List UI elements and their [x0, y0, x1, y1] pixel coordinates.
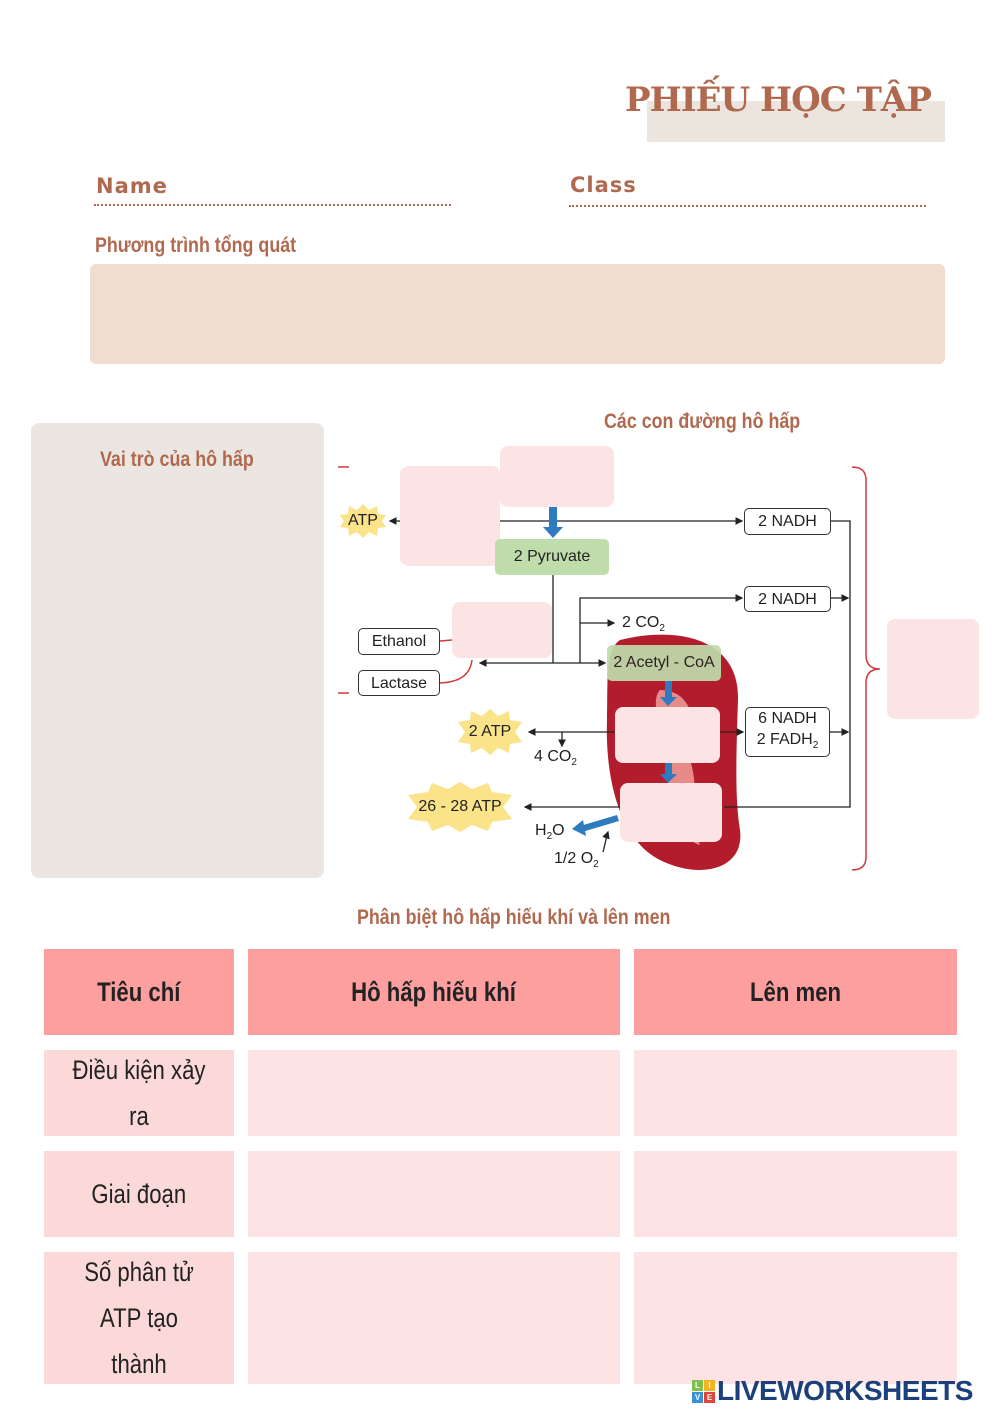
cell-atp-aerobic[interactable] [248, 1252, 620, 1384]
equation-input[interactable] [90, 264, 945, 364]
pathways-heading: Các con đường hô hấp [604, 410, 801, 433]
co2-2-label: 2 CO2 [622, 614, 665, 635]
glycolysis-input[interactable] [400, 466, 500, 566]
glucose-input[interactable] [500, 446, 614, 507]
pyruvate-box: 2 Pyruvate [495, 539, 609, 575]
acetyl-coa-box: 2 Acetyl - CoA [607, 645, 721, 681]
ethanol-box: Ethanol [358, 628, 440, 655]
page-title: PHIẾU HỌC TẬP [625, 80, 932, 120]
aerobic-input[interactable] [887, 619, 979, 719]
cell-conditions-aerobic[interactable] [248, 1050, 620, 1136]
atp2-label: 2 ATP [468, 723, 512, 740]
header-criteria: Tiêu chí [44, 949, 234, 1035]
nadh-fadh-box: 6 NADH 2 FADH2 [745, 707, 830, 757]
role-heading: Vai trò của hô hấp [100, 448, 254, 471]
equation-heading: Phương trình tổng quát [95, 234, 297, 257]
nadh-box-2: 2 NADH [744, 586, 831, 612]
brand-text: LIVEWORKSHEETS [717, 1375, 973, 1406]
cell-stages-aerobic[interactable] [248, 1151, 620, 1237]
nadh6-text: 6 NADH [758, 709, 817, 727]
cell-stages-fermentation[interactable] [634, 1151, 957, 1237]
cell-conditions-fermentation[interactable] [634, 1050, 957, 1136]
cell-atp-fermentation[interactable] [634, 1252, 957, 1384]
title-highlight [647, 101, 945, 142]
fermentation-input[interactable] [452, 602, 552, 658]
atp-label: ATP [348, 512, 378, 529]
fadh-text: 2 FADH2 [756, 730, 819, 752]
class-label: Class [570, 173, 637, 197]
role-input[interactable] [31, 423, 324, 878]
row-label-conditions: Điều kiện xảy ra [44, 1050, 234, 1136]
row-label-stages: Giai đoạn [44, 1151, 234, 1237]
name-label: Name [96, 174, 168, 198]
co2-4-label: 4 CO2 [534, 748, 577, 769]
lactase-box: Lactase [358, 670, 440, 696]
atp3-label: 26 - 28 ATP [418, 798, 502, 815]
nadh-box-1: 2 NADH [744, 508, 831, 535]
krebs-input[interactable] [615, 707, 720, 763]
header-fermentation: Lên men [634, 949, 957, 1035]
row-label-atp: Số phân tử ATP tạo thành [44, 1252, 234, 1384]
class-field[interactable] [569, 205, 926, 207]
name-field[interactable] [94, 204, 451, 206]
o2-label: 1/2 O2 [554, 850, 599, 871]
header-aerobic: Hô hấp hiếu khí [248, 949, 620, 1035]
compare-heading: Phân biệt hô hấp hiếu khí và lên men [357, 906, 671, 929]
h2o-label: H2O [535, 822, 565, 843]
electron-chain-input[interactable] [620, 783, 722, 842]
